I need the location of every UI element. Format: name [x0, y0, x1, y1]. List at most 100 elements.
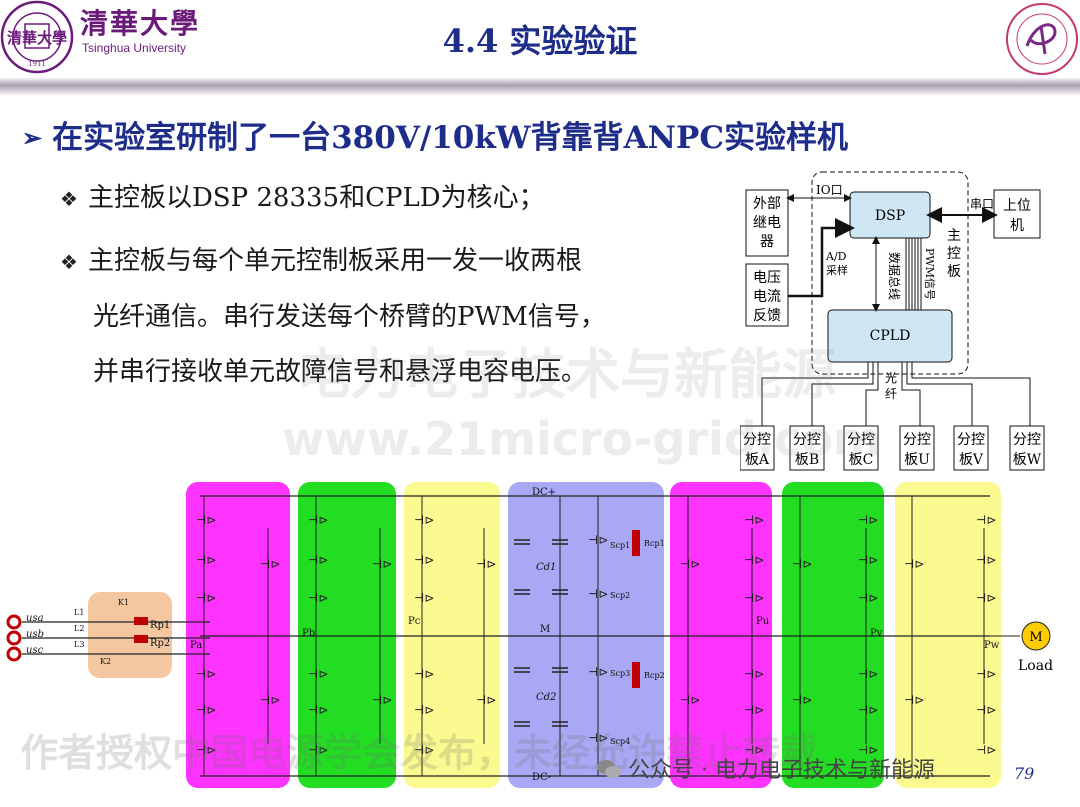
dsp-label: DSP: [875, 208, 905, 224]
pwm-signal-label: PWM信号: [923, 248, 936, 300]
seal-year: 1911: [28, 60, 46, 68]
svg-text:⊣⊳: ⊣⊳: [588, 533, 608, 547]
svg-text:⊣⊳: ⊣⊳: [976, 553, 996, 567]
motor-label: M: [1029, 630, 1042, 645]
feedback-label-3: 反馈: [753, 308, 781, 324]
relay-label-3: 器: [760, 234, 774, 250]
diamond-bullet-icon: ❖: [60, 187, 78, 211]
rp2-label: Rp2: [150, 638, 170, 649]
svg-text:⊣⊳: ⊣⊳: [744, 591, 764, 605]
ad-label: A/D: [825, 250, 847, 263]
pa-label: Pa: [190, 640, 202, 651]
sub-board-v-line2: 板V: [959, 452, 984, 468]
sub-board-u-line2: 板U: [904, 452, 930, 468]
rcp1-label: Rcp1: [644, 539, 665, 548]
arrow-bullet-icon: ➢: [22, 123, 43, 152]
svg-text:⊣⊳: ⊣⊳: [976, 513, 996, 527]
host-label-1: 上位: [1003, 198, 1031, 214]
l3-label: L3: [74, 640, 84, 649]
sub-board-a-line1: 分控: [743, 432, 771, 448]
io-label: IO口: [816, 183, 843, 197]
svg-text:⊣⊳: ⊣⊳: [744, 743, 764, 757]
sub-board-b-line1: 分控: [793, 432, 821, 448]
svg-text:⊣⊳: ⊣⊳: [680, 693, 700, 707]
footer-source: 公众号 · 电力电子技术与新能源: [598, 752, 935, 784]
svg-text:⊣⊳: ⊣⊳: [792, 557, 812, 571]
fiber-label-2: 纤: [885, 387, 897, 401]
page-number: 79: [1014, 764, 1035, 783]
main-board-frame: [811, 171, 969, 375]
pv-label: Pv: [870, 628, 883, 639]
rcp2-label: Rcp2: [644, 671, 665, 680]
cpld-label: CPLD: [870, 328, 911, 344]
fiber-label-1: 光: [885, 371, 897, 385]
svg-text:⊣⊳: ⊣⊳: [414, 513, 434, 527]
feedback-label-1: 电压: [753, 270, 781, 286]
sub-board-v-line1: 分控: [957, 432, 985, 448]
relay-box: [745, 189, 789, 257]
pu-label: Pu: [756, 616, 770, 627]
svg-text:⊣⊳: ⊣⊳: [976, 591, 996, 605]
sub-board-w-line1: 分控: [1013, 432, 1041, 448]
pc-label: Pc: [408, 616, 421, 627]
svg-text:⊣⊳: ⊣⊳: [414, 667, 434, 681]
svg-text:⊣⊳: ⊣⊳: [588, 731, 608, 745]
svg-text:⊣⊳: ⊣⊳: [976, 743, 996, 757]
svg-text:⊣⊳: ⊣⊳: [196, 667, 216, 681]
svg-text:⊣⊳: ⊣⊳: [744, 703, 764, 717]
sampling-label: 采样: [826, 263, 848, 277]
svg-text:⊣⊳: ⊣⊳: [476, 693, 496, 707]
watermark-brand: 电力电子技术与新能源: [296, 343, 836, 406]
cd2-label: Cd2: [536, 692, 556, 703]
host-box: [993, 189, 1041, 239]
watermark-copyright: 作者授权中国电源学会发布，未经允许禁止转载: [20, 731, 819, 775]
control-block-diagram: 外部 继电 器 电压 电流 反馈 DSP CPLD 上位 机 IO口 串口 A/…: [740, 171, 1045, 471]
sub-board-u-line1: 分控: [903, 432, 931, 448]
sub-bullet-2: ❖ 主控板与每个单元控制板采用一发一收两根: [60, 233, 582, 291]
relay-label-2: 继电: [753, 215, 781, 231]
precharge-bg: [88, 592, 172, 678]
svg-text:⊣⊳: ⊣⊳: [858, 553, 878, 567]
rcp1-resistor: [632, 530, 640, 556]
svg-text:⊣⊳: ⊣⊳: [196, 513, 216, 527]
diamond-bullet-icon: ❖: [60, 250, 78, 274]
svg-text:⊣⊳: ⊣⊳: [792, 693, 812, 707]
sub-board-boxes: [740, 425, 1045, 471]
feedback-label-2: 电流: [753, 289, 781, 305]
svg-text:⊣⊳: ⊣⊳: [196, 553, 216, 567]
svg-text:⊣⊳: ⊣⊳: [372, 557, 392, 571]
midpoint-label: M: [540, 624, 550, 635]
svg-text:⊣⊳: ⊣⊳: [858, 703, 878, 717]
cpld-box: [827, 309, 953, 363]
svg-text:⊣⊳: ⊣⊳: [588, 665, 608, 679]
rp2-resistor: [134, 635, 148, 643]
dc-plus-label: DC+: [532, 487, 556, 498]
rp1-resistor: [134, 617, 148, 625]
svg-text:⊣⊳: ⊣⊳: [196, 743, 216, 757]
k1-label: K1: [118, 598, 129, 607]
dc-minus-label: DC-: [532, 772, 551, 783]
input-c-label: usc: [26, 645, 44, 656]
l2-label: L2: [74, 624, 84, 633]
department-seal-logo: [1006, 3, 1078, 75]
sub-bullet-text: 主控板以DSP 28335和CPLD为核心；: [87, 183, 545, 213]
sub-bullet-text: 主控板与每个单元控制板采用一发一收两根: [87, 246, 582, 276]
anpc-circuit-diagram: ⊣⊳ ⊣⊳ ⊣⊳ ⊣⊳ ⊣⊳ ⊣⊳ ⊣⊳ ⊣⊳ ⊣⊳ ⊣⊳ ⊣⊳ ⊣⊳ ⊣⊳ ⊣⊳ ⊣⊳ ⊣⊳ ⊣⊳…: [6, 482, 1053, 788]
svg-text:⊣⊳: ⊣⊳: [976, 667, 996, 681]
rcp2-resistor: [632, 662, 640, 688]
sub-bullet-1: ❖ 主控板以DSP 28335和CPLD为核心；: [60, 170, 545, 228]
svg-text:⊣⊳: ⊣⊳: [414, 553, 434, 567]
svg-text:⊣⊳: ⊣⊳: [680, 557, 700, 571]
svg-text:⊣⊳: ⊣⊳: [196, 591, 216, 605]
cd1-label: Cd1: [536, 562, 556, 573]
svg-text:⊣⊳: ⊣⊳: [904, 557, 924, 571]
svg-text:⊣⊳: ⊣⊳: [372, 693, 392, 707]
svg-text:⊣⊳: ⊣⊳: [858, 591, 878, 605]
header-divider: [0, 78, 1080, 96]
svg-text:⊣⊳: ⊣⊳: [588, 587, 608, 601]
wechat-icon: [597, 760, 621, 778]
serial-label: 串口: [970, 197, 994, 211]
motor-symbol: [1021, 621, 1051, 651]
svg-text:⊣⊳: ⊣⊳: [858, 667, 878, 681]
sub-board-w-line2: 板W: [1013, 452, 1042, 468]
